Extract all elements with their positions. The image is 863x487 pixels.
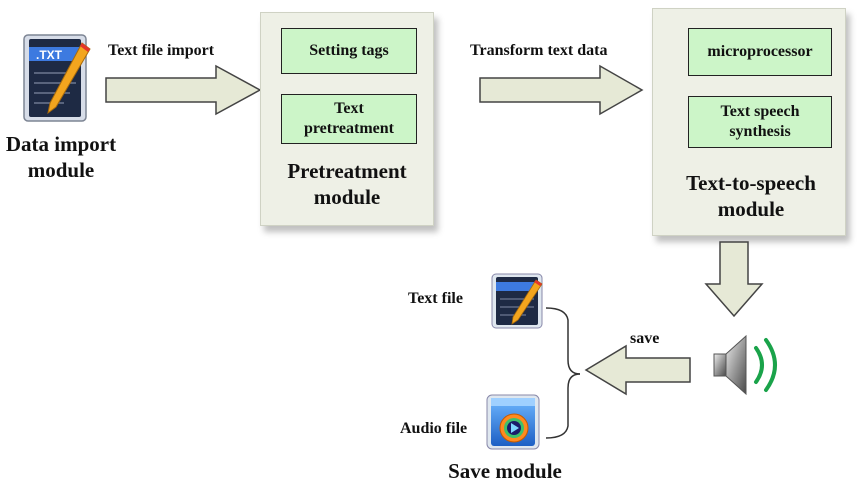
text-pretreatment-line1: Text [334,100,364,117]
arrow-label-text-file-import: Text file import [108,42,215,59]
data-import-title-line1: Data import [5,132,117,156]
save-module-title: Save module [448,459,562,483]
txt-badge: .TXT [36,48,62,62]
text-file-icon [491,273,543,329]
text-pretreatment-line2: pretreatment [303,120,395,137]
pretreatment-title-line1: Pretreatment [287,159,407,183]
setting-tags-label: Setting tags [309,42,389,59]
text-file-label: Text file [408,290,463,307]
audio-file-icon [486,394,540,450]
arrow-label-transform-text-data: Transform text data [470,42,608,59]
tts-title-line1: Text-to-speech [686,171,816,195]
microprocessor-label: microprocessor [707,43,813,60]
microprocessor-box: microprocessor [688,28,832,76]
pretreatment-title-line2: module [313,185,381,209]
text-speech-synthesis-line1: Text speech [720,103,800,120]
arrow-right-import [105,64,262,116]
txt-file-pencil-icon: .TXT [22,33,94,127]
data-import-title-line2: module [27,158,95,182]
audio-file-label: Audio file [400,420,468,437]
arrow-left-save [584,344,691,396]
text-speech-synthesis-box: Text speech synthesis [688,96,832,148]
tts-module-title: Text-to-speech module [656,170,846,222]
tts-title-line2: module [717,197,785,221]
arrow-right-transform [479,64,644,116]
data-import-title: Data import module [0,131,122,183]
pretreatment-module-title: Pretreatment module [262,158,432,210]
file-connector-lines [545,307,581,439]
speaker-icon [713,334,777,396]
arrow-label-save: save [630,330,660,347]
text-speech-synthesis-line2: synthesis [729,123,791,140]
text-pretreatment-box: Text pretreatment [281,94,417,144]
arrow-down-output [704,241,764,318]
setting-tags-box: Setting tags [281,28,417,74]
